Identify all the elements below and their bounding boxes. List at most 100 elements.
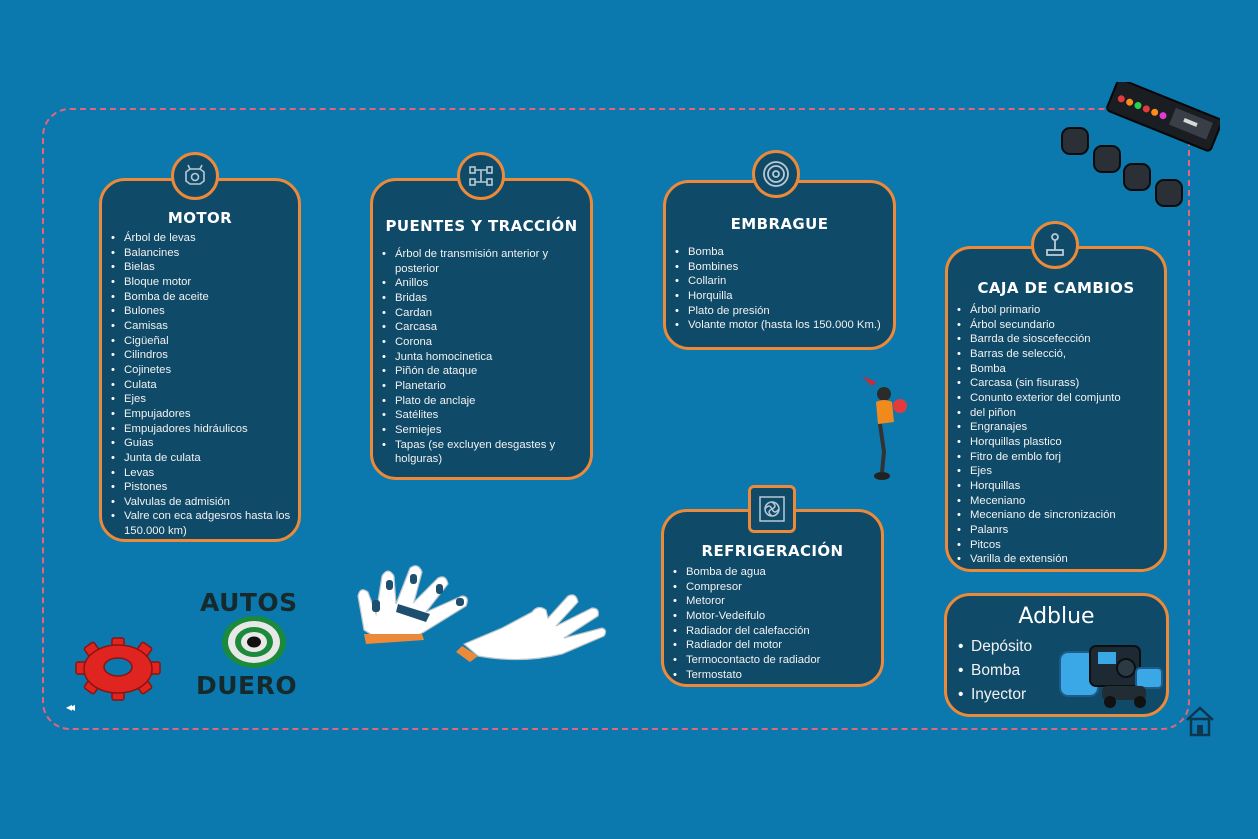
card-list-refri: Bomba de aguaCompresorMetororMotor-Vedei…: [664, 565, 881, 682]
list-item: Radiador del motor: [673, 638, 881, 653]
list-item: Empujadores hidráulicos: [111, 422, 298, 437]
home-icon[interactable]: [1184, 704, 1216, 738]
dashed-frame: [42, 108, 1190, 730]
list-item: Empujadores: [111, 407, 298, 422]
list-item: Árbol de levas: [111, 231, 298, 246]
card-title-puentes: PUENTES Y TRACCIÓN: [385, 217, 578, 235]
list-item: Palanrs: [957, 523, 1164, 538]
radiator-fan-icon: [748, 485, 796, 533]
list-item: Piñón de ataque: [382, 364, 590, 379]
card-list-adblue: DepósitoBombaInyector: [947, 635, 1166, 707]
list-item: Semiejes: [382, 423, 590, 438]
list-item: Bulones: [111, 304, 298, 319]
list-item: Motor-Vedeifulo: [673, 609, 881, 624]
card-list-motor: Árbol de levasBalancinesBielasBloque mot…: [102, 231, 298, 539]
list-item: Árbol primario: [957, 303, 1164, 318]
list-item: Valre con eca adgesros hasta los 150.000…: [111, 509, 298, 538]
list-item: Satélites: [382, 408, 590, 423]
axle-icon: [457, 152, 505, 200]
list-item: Culata: [111, 378, 298, 393]
list-item: Inyector: [958, 683, 1166, 707]
list-item: Plato de presión: [675, 304, 893, 319]
list-item: Horquillas plastico: [957, 435, 1164, 450]
list-item: Cigüeñal: [111, 334, 298, 349]
list-item: Varilla de extensión: [957, 552, 1164, 567]
card-title-motor: MOTOR: [167, 209, 233, 227]
list-item: Termostato: [673, 668, 881, 683]
list-item: Tapas (se excluyen desgastes y holguras): [382, 438, 590, 467]
card-list-caja: Árbol primarioÁrbol secundarioBarrda de …: [948, 303, 1164, 567]
nav-previous-button[interactable]: ◂◂: [66, 700, 75, 714]
list-item: Bomba: [675, 245, 893, 260]
list-item: Meceniano de sincronización: [957, 508, 1164, 523]
ecu-sensors-illustration: [1061, 82, 1220, 207]
list-item: Bielas: [111, 260, 298, 275]
list-item: Metoror: [673, 594, 881, 609]
gear-shift-icon: [1031, 221, 1079, 269]
red-gear-icon: [75, 637, 161, 701]
mechanic-figure-illustration: [862, 376, 907, 480]
list-item: Árbol de transmisión anterior y posterio…: [382, 247, 590, 276]
logo-autos: AUTOS: [200, 588, 298, 617]
list-item: Barrda de sioscefección: [957, 332, 1164, 347]
list-item: Carcasa: [382, 320, 590, 335]
list-item: Bomba de agua: [673, 565, 881, 580]
list-item: Cojinetes: [111, 363, 298, 378]
list-item: Carcasa (sin fisurass): [957, 376, 1164, 391]
list-item: Depósito: [958, 635, 1166, 659]
logo-duero: DUERO: [196, 671, 298, 700]
card-title-caja: CAJA DE CAMBIOS: [977, 279, 1135, 297]
list-item: Bomba: [958, 659, 1166, 683]
list-item: Camisas: [111, 319, 298, 334]
card-title-embrague: EMBRAGUE: [730, 215, 829, 233]
logo-emblem: [222, 616, 286, 668]
list-item: Cardan: [382, 306, 590, 321]
clutch-disc-icon: [752, 150, 800, 198]
list-item: Termocontacto de radiador: [673, 653, 881, 668]
card-list-puentes: Árbol de transmisión anterior y posterio…: [373, 247, 590, 467]
card-caja-cambios: CAJA DE CAMBIOS Árbol primarioÁrbol secu…: [945, 246, 1167, 572]
list-item: Volante motor (hasta los 150.000 Km.): [675, 318, 893, 333]
list-item: Fitro de emblo forj: [957, 450, 1164, 465]
list-item: Ejes: [111, 392, 298, 407]
list-item: Cilindros: [111, 348, 298, 363]
list-item: Pistones: [111, 480, 298, 495]
card-puentes-traccion: PUENTES Y TRACCIÓN Árbol de transmisión …: [370, 178, 593, 480]
list-item: Bloque motor: [111, 275, 298, 290]
list-item: Planetario: [382, 379, 590, 394]
list-item: Plato de anclaje: [382, 394, 590, 409]
list-item: Barras de selecció,: [957, 347, 1164, 362]
list-item: Bomba de aceite: [111, 290, 298, 305]
list-item: Levas: [111, 466, 298, 481]
list-item: Árbol secundario: [957, 318, 1164, 333]
engine-icon: [171, 152, 219, 200]
list-item: Engranajes: [957, 420, 1164, 435]
list-item: Conunto exterior del comjunto: [957, 391, 1164, 406]
card-embrague: EMBRAGUE BombaBombinesCollarinHorquillaP…: [663, 180, 896, 350]
list-item: Bridas: [382, 291, 590, 306]
list-item: Guias: [111, 436, 298, 451]
card-title-refri: REFRIGERACIÓN: [701, 542, 844, 560]
list-item: Compresor: [673, 580, 881, 595]
list-item: Junta de culata: [111, 451, 298, 466]
work-gloves-illustration: [357, 565, 607, 662]
list-item: Valvulas de admisión: [111, 495, 298, 510]
list-item: Horquillas: [957, 479, 1164, 494]
card-title-adblue: Adblue: [1018, 604, 1095, 629]
card-list-embrague: BombaBombinesCollarinHorquillaPlato de p…: [666, 245, 893, 333]
list-item: Bomba: [957, 362, 1164, 377]
card-motor: MOTOR Árbol de levasBalancinesBielasBloq…: [99, 178, 301, 542]
list-item: Pitcos: [957, 538, 1164, 553]
list-item: Corona: [382, 335, 590, 350]
list-item: Bombines: [675, 260, 893, 275]
list-item: Collarin: [675, 274, 893, 289]
list-item: Meceniano: [957, 494, 1164, 509]
list-item: Ejes: [957, 464, 1164, 479]
adblue-pump-illustration: [1059, 645, 1163, 708]
list-item: Radiador del calefacción: [673, 624, 881, 639]
list-item: Horquilla: [675, 289, 893, 304]
list-item: del piñon: [957, 406, 1164, 421]
list-item: Junta homocinetica: [382, 350, 590, 365]
list-item: Anillos: [382, 276, 590, 291]
card-refrigeracion: REFRIGERACIÓN Bomba de aguaCompresorMeto…: [661, 509, 884, 687]
